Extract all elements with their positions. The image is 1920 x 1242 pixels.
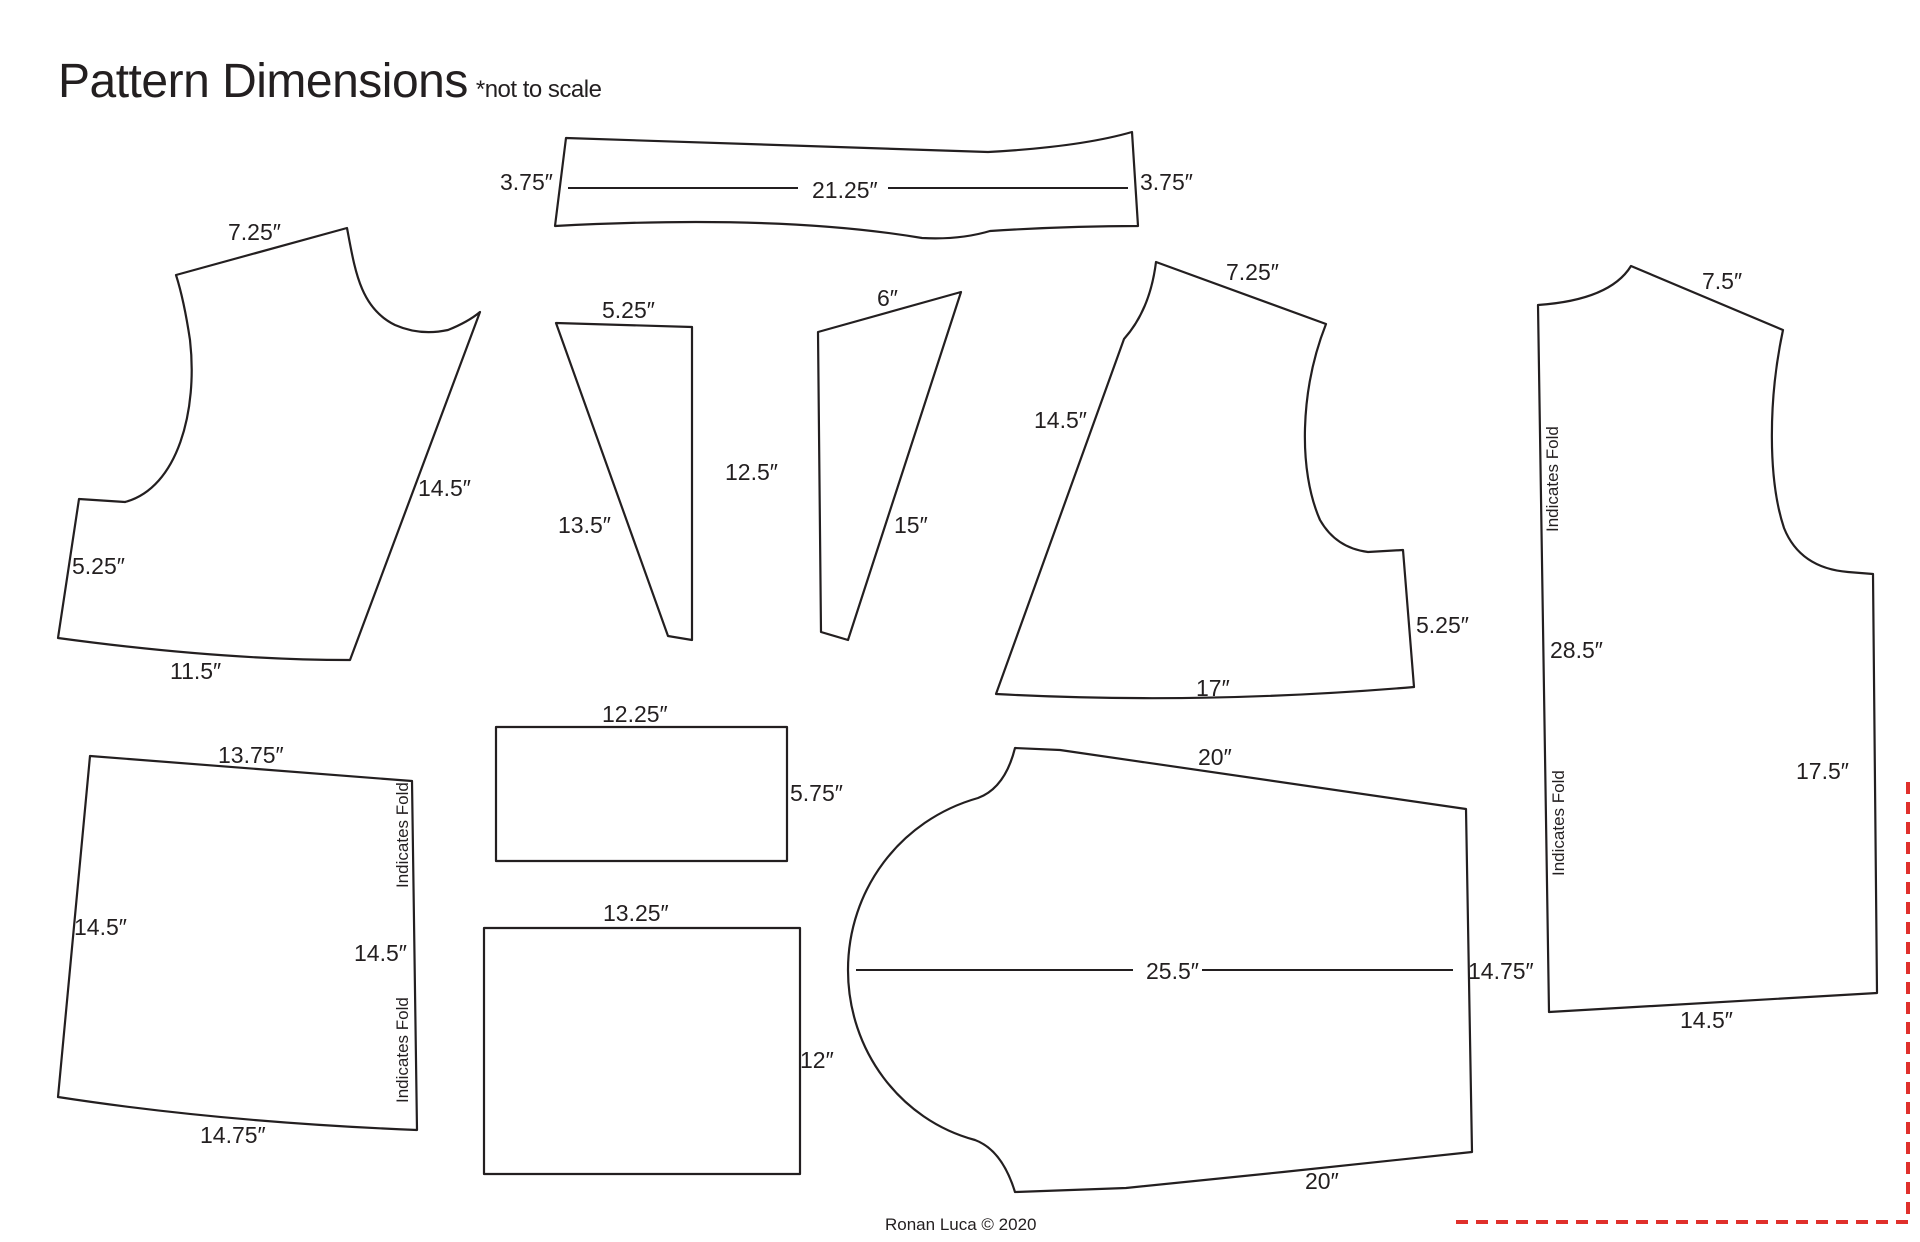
credit-text: Ronan Luca © 2020 [885, 1215, 1036, 1234]
sleeve-bottom-label: 20″ [1305, 1168, 1339, 1194]
gusset-a-height-label: 12.5″ [725, 459, 778, 485]
subtitle-note: *not to scale [475, 76, 602, 103]
pocket-large-piece: 13.75″ 14.5″ Indicates Fold 14.5″ Indica… [56, 742, 419, 1148]
back-length-label: 28.5″ [1550, 637, 1603, 663]
front-right-hem-side-label: 5.25″ [1416, 612, 1469, 638]
panel-width-label: 13.25″ [603, 900, 669, 926]
front-left-outline [56, 226, 482, 662]
front-right-side-label: 14.5″ [1034, 407, 1087, 433]
gusset-b-piece: 6″ 15″ [816, 285, 963, 642]
back-outline [1536, 264, 1879, 1014]
gusset-a-piece: 5.25″ 13.5″ 12.5″ [554, 297, 778, 642]
collar-piece: 3.75″ 21.25″ 3.75″ [500, 130, 1193, 240]
gusset-b-top-label: 6″ [877, 285, 898, 311]
back-hem-label: 14.5″ [1680, 1007, 1733, 1033]
front-right-piece: 7.25″ 14.5″ 5.25″ 17″ [994, 259, 1469, 701]
collar-outline [553, 130, 1140, 240]
collar-right-label: 3.75″ [1140, 169, 1193, 195]
cuff-width-label: 12.25″ [602, 701, 668, 727]
panel-piece: 13.25″ 12″ [482, 900, 834, 1176]
title-text: Pattern Dimensions [58, 55, 468, 108]
gusset-a-top-label: 5.25″ [602, 297, 655, 323]
front-left-shoulder-label: 7.25″ [228, 219, 281, 245]
gusset-a-diagonal-label: 13.5″ [558, 512, 611, 538]
cuff-height-label: 5.75″ [790, 780, 843, 806]
panel-height-label: 12″ [800, 1047, 834, 1073]
gusset-b-diagonal-label: 15″ [894, 512, 928, 538]
sleeve-length-label: 25.5″ [1146, 958, 1199, 984]
front-right-shoulder-label: 7.25″ [1226, 259, 1279, 285]
pocket-large-outline [56, 754, 419, 1132]
sleeve-outline [846, 746, 1474, 1194]
front-right-outline [994, 260, 1416, 700]
sleeve-piece: 20″ 25.5″ 14.75″ 20″ [846, 744, 1534, 1194]
front-left-side-label: 14.5″ [418, 475, 471, 501]
collar-length-label: 21.25″ [812, 177, 878, 203]
pocket-large-left-label: 14.5″ [74, 914, 127, 940]
front-right-hem-label: 17″ [1196, 675, 1230, 701]
cut-guide-line [1452, 782, 1910, 1224]
page-title: Pattern Dimensions *not to scale [58, 54, 602, 109]
front-left-hem-side-label: 5.25″ [72, 553, 125, 579]
pocket-large-right-label: 14.5″ [354, 940, 407, 966]
cuff-piece: 12.25″ 5.75″ [494, 701, 843, 863]
collar-left-label: 3.75″ [500, 169, 553, 195]
cuff-outline [494, 725, 789, 863]
pocket-large-bottom-label: 14.75″ [200, 1122, 266, 1148]
sleeve-width-label: 14.75″ [1468, 958, 1534, 984]
pocket-large-fold-bottom-label: Indicates Fold [393, 997, 412, 1103]
back-shoulder-label: 7.5″ [1702, 268, 1742, 294]
pocket-large-fold-top-label: Indicates Fold [393, 782, 412, 888]
back-side-label: 17.5″ [1796, 758, 1849, 784]
front-left-piece: 7.25″ 14.5″ 5.25″ 11.5″ [56, 219, 482, 684]
back-fold-bottom-label: Indicates Fold [1549, 770, 1568, 876]
pocket-large-top-label: 13.75″ [218, 742, 284, 768]
front-left-hem-label: 11.5″ [170, 658, 221, 684]
gusset-b-outline [816, 290, 963, 642]
back-fold-top-label: Indicates Fold [1543, 426, 1562, 532]
panel-outline [482, 926, 802, 1176]
back-piece: 7.5″ Indicates Fold 28.5″ Indicates Fold… [1536, 264, 1879, 1033]
sleeve-top-label: 20″ [1198, 744, 1232, 770]
gusset-a-outline [554, 321, 694, 642]
